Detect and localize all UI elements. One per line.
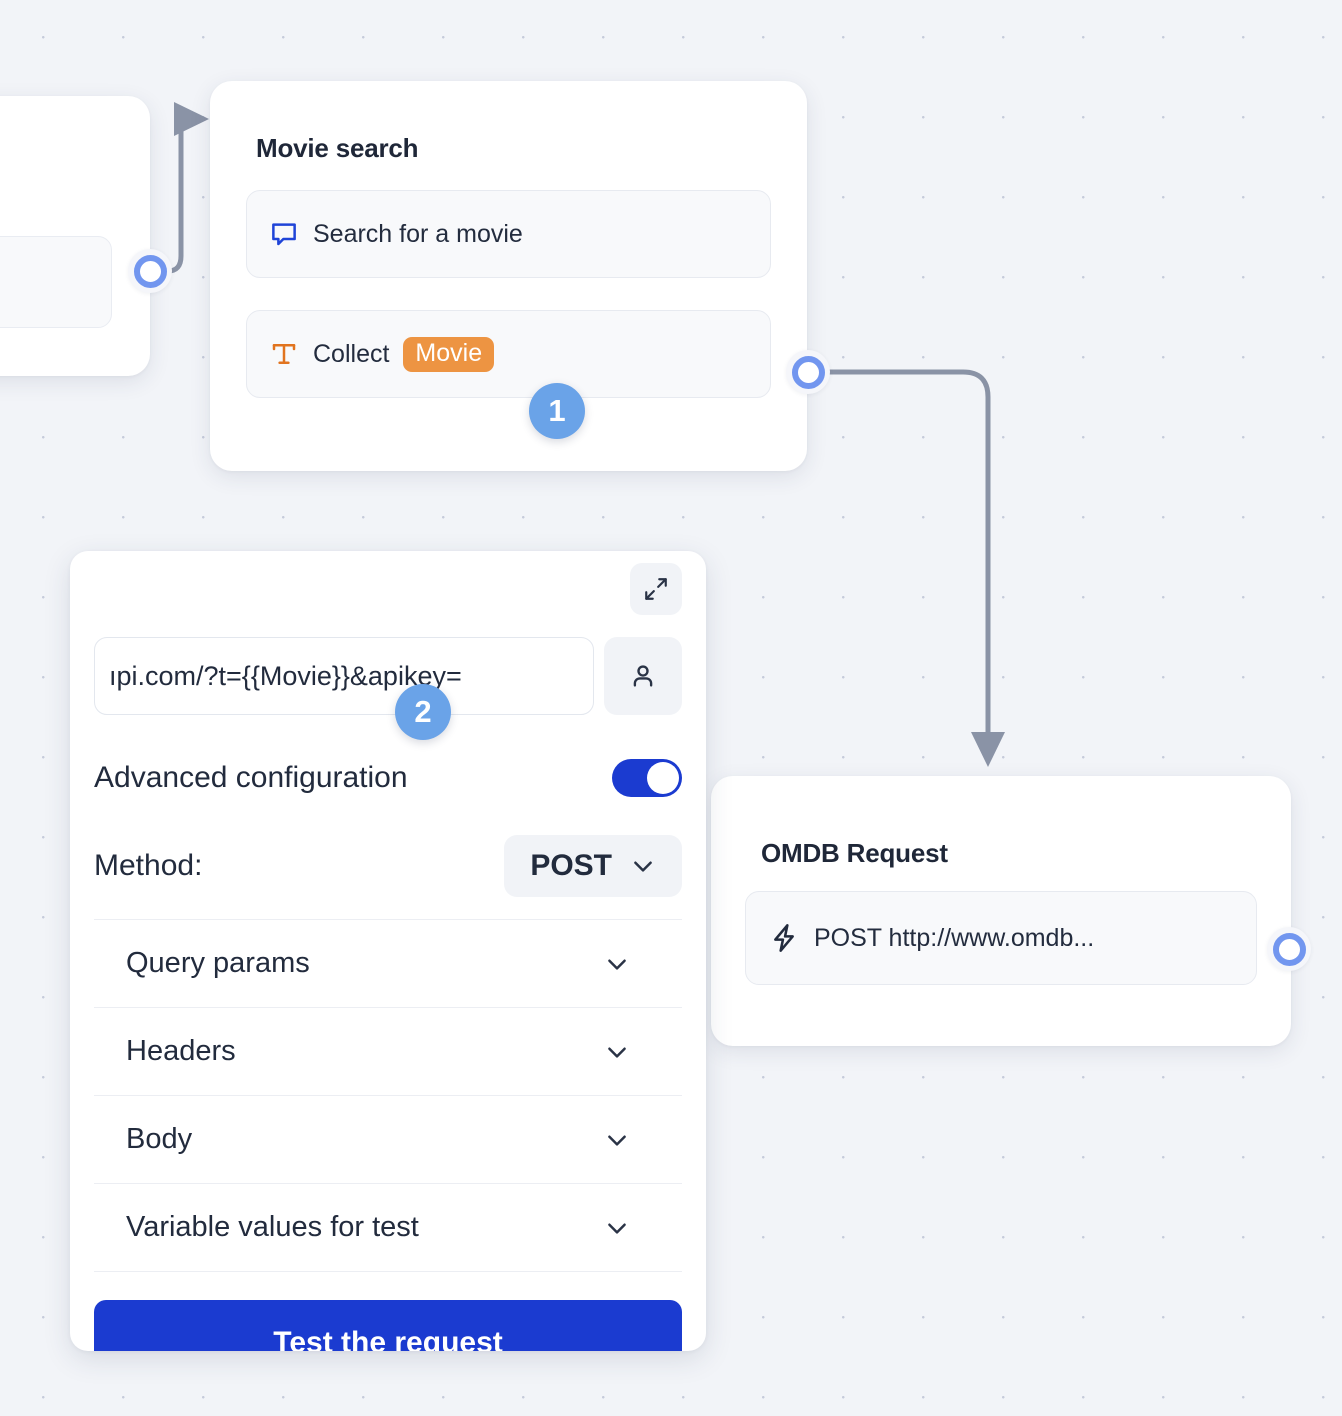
panel-toolbar [94, 551, 682, 623]
connector-port-movie-search-output[interactable] [786, 350, 830, 394]
method-select-dropdown[interactable]: POST [504, 835, 682, 897]
accordion-label: Headers [126, 1035, 236, 1067]
variable-chip-movie[interactable]: Movie [403, 336, 495, 372]
node-row-search-for-a-movie[interactable]: Search for a movie [246, 190, 771, 278]
accordion-section-query-params[interactable]: Query params [94, 920, 682, 1008]
text-format-icon [269, 339, 299, 369]
accordion-label: Variable values for test [126, 1211, 419, 1243]
advanced-configuration-label: Advanced configuration [94, 761, 408, 794]
accordion-section-body[interactable]: Body [94, 1096, 682, 1184]
lightning-bolt-icon [768, 922, 800, 954]
node-row-collect-movie[interactable]: Collect Movie [246, 310, 771, 398]
node-card-movie-search[interactable]: Movie search Search for a movie Collect [210, 81, 807, 471]
chevron-down-icon [604, 1127, 630, 1153]
toggle-knob [647, 762, 679, 794]
accordion-label: Query params [126, 947, 310, 979]
request-url-input[interactable] [94, 637, 594, 715]
test-the-request-button[interactable]: Test the request [94, 1300, 682, 1351]
method-label: Method: [94, 849, 203, 882]
node-row-placeholder [0, 236, 112, 328]
step-badge-2: 2 [395, 684, 451, 740]
node-row-label: Search for a movie [313, 219, 523, 248]
request-url-row[interactable] [94, 637, 682, 715]
chevron-down-icon [604, 951, 630, 977]
node-row-label: Collect [313, 339, 390, 368]
accordion-label: Body [126, 1123, 193, 1155]
node-card-partial[interactable] [0, 96, 150, 376]
node-row-label: POST http://www.omdb... [814, 923, 1095, 952]
node-title-omdb-request: OMDB Request [761, 838, 948, 868]
expand-panel-button[interactable] [630, 563, 682, 615]
url-variable-picker-button[interactable] [604, 637, 682, 715]
accordion-section-headers[interactable]: Headers [94, 1008, 682, 1096]
method-row: Method: POST [94, 835, 682, 920]
chevron-down-icon [604, 1039, 630, 1065]
expand-diagonal-icon [643, 576, 669, 602]
node-row-post-request[interactable]: POST http://www.omdb... [745, 891, 1257, 985]
accordion-section-variable-values[interactable]: Variable values for test [94, 1184, 682, 1272]
edge-movie-search-to-omdb [809, 369, 1005, 768]
request-config-panel[interactable]: Advanced configuration Method: POST Quer… [70, 551, 706, 1351]
step-badge-1: 1 [529, 383, 585, 439]
method-select-value: POST [530, 849, 612, 882]
message-bubble-icon [269, 219, 299, 249]
chevron-down-icon [604, 1215, 630, 1241]
node-card-omdb-request[interactable]: OMDB Request POST http://www.omdb... [711, 776, 1291, 1046]
edge-left-to-movie-search [149, 102, 210, 274]
connector-port-left-node[interactable] [128, 249, 172, 293]
chevron-down-icon [630, 853, 656, 879]
advanced-configuration-row[interactable]: Advanced configuration [94, 759, 682, 797]
connector-port-omdb-output[interactable] [1267, 927, 1311, 971]
node-title-movie-search: Movie search [256, 133, 419, 163]
advanced-configuration-toggle[interactable] [612, 759, 682, 797]
user-icon [628, 661, 658, 691]
